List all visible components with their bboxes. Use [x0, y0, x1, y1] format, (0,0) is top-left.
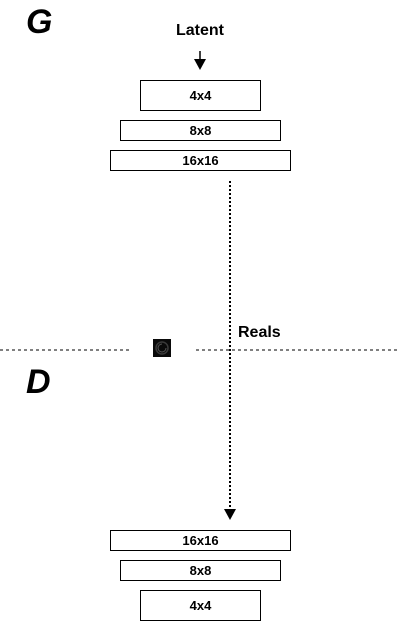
- discriminator-block-8x8: 8x8: [120, 560, 281, 581]
- thumbnail-icon: [153, 339, 171, 357]
- latent-arrow: [194, 51, 206, 70]
- generator-block-4x4: 4x4: [140, 80, 261, 111]
- generator-section-label: G: [26, 3, 53, 41]
- reals-input-label: Reals: [238, 324, 281, 341]
- flow-arrow: [224, 181, 236, 520]
- discriminator-section-label: D: [26, 363, 51, 401]
- latent-input-label: Latent: [176, 22, 224, 39]
- discriminator-block-4x4: 4x4: [140, 590, 261, 621]
- discriminator-block-16x16: 16x16: [110, 530, 291, 551]
- thumbnail-swirl-icon: [155, 341, 169, 355]
- generator-block-8x8: 8x8: [120, 120, 281, 141]
- generator-block-16x16: 16x16: [110, 150, 291, 171]
